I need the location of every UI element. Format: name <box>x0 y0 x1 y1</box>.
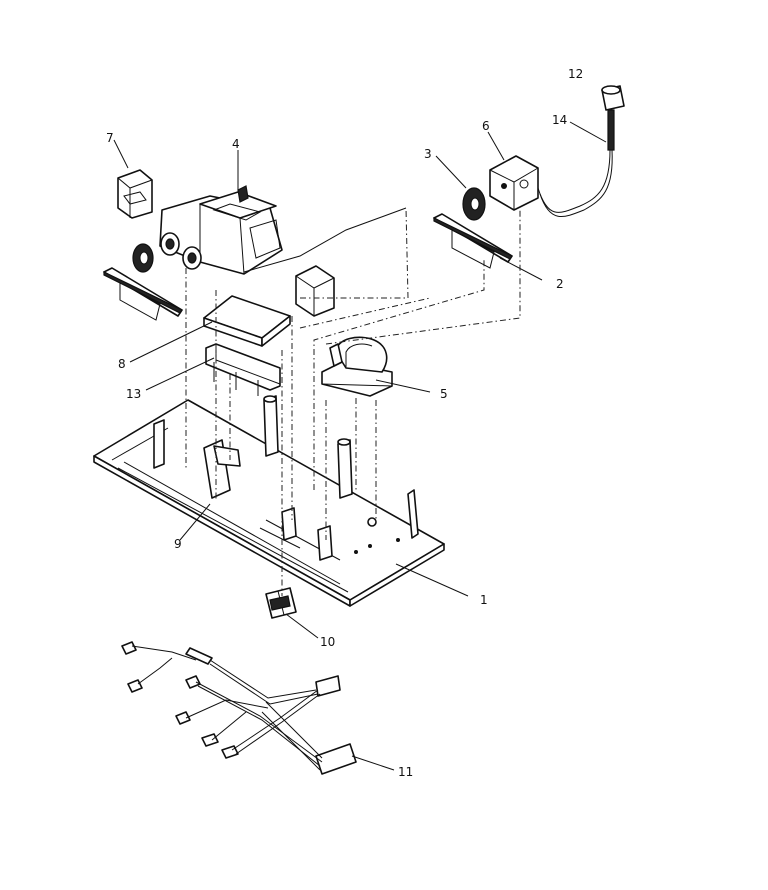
callout-3: 3 <box>424 147 432 161</box>
part-1-base <box>93 395 445 607</box>
part-6-switch <box>489 149 613 217</box>
part-11-harness <box>121 641 357 775</box>
callout-9: 9 <box>174 537 182 551</box>
part-5-motor <box>321 336 393 397</box>
part-13-bracket <box>205 343 281 396</box>
part-2-rail <box>433 213 513 269</box>
callout-10: 10 <box>320 635 335 649</box>
callout-14: 14 <box>552 113 567 127</box>
part-3-gear <box>462 187 486 221</box>
callout-6: 6 <box>482 119 490 133</box>
callout-2: 2 <box>556 277 564 291</box>
callout-8: 8 <box>118 357 126 371</box>
callout-1: 1 <box>480 593 488 607</box>
part-4-housing <box>159 185 407 275</box>
part-10-switch <box>265 587 297 619</box>
part-7-bracket <box>117 169 153 219</box>
callout-11: 11 <box>398 765 413 779</box>
part-8-plate <box>203 295 291 347</box>
assembly-lines <box>185 207 521 596</box>
callout-13: 13 <box>126 387 141 401</box>
clip-block <box>295 265 335 317</box>
callout-5: 5 <box>440 387 448 401</box>
rail-left <box>103 267 183 321</box>
callouts: 7 4 3 6 12 14 2 5 8 13 9 1 10 11 <box>106 67 583 779</box>
leader-lines <box>113 121 607 771</box>
callout-12: 12 <box>568 67 583 81</box>
gear-left <box>132 243 154 273</box>
callout-7: 7 <box>106 131 114 145</box>
part-12-bulb <box>601 85 625 151</box>
callout-4: 4 <box>232 137 240 151</box>
